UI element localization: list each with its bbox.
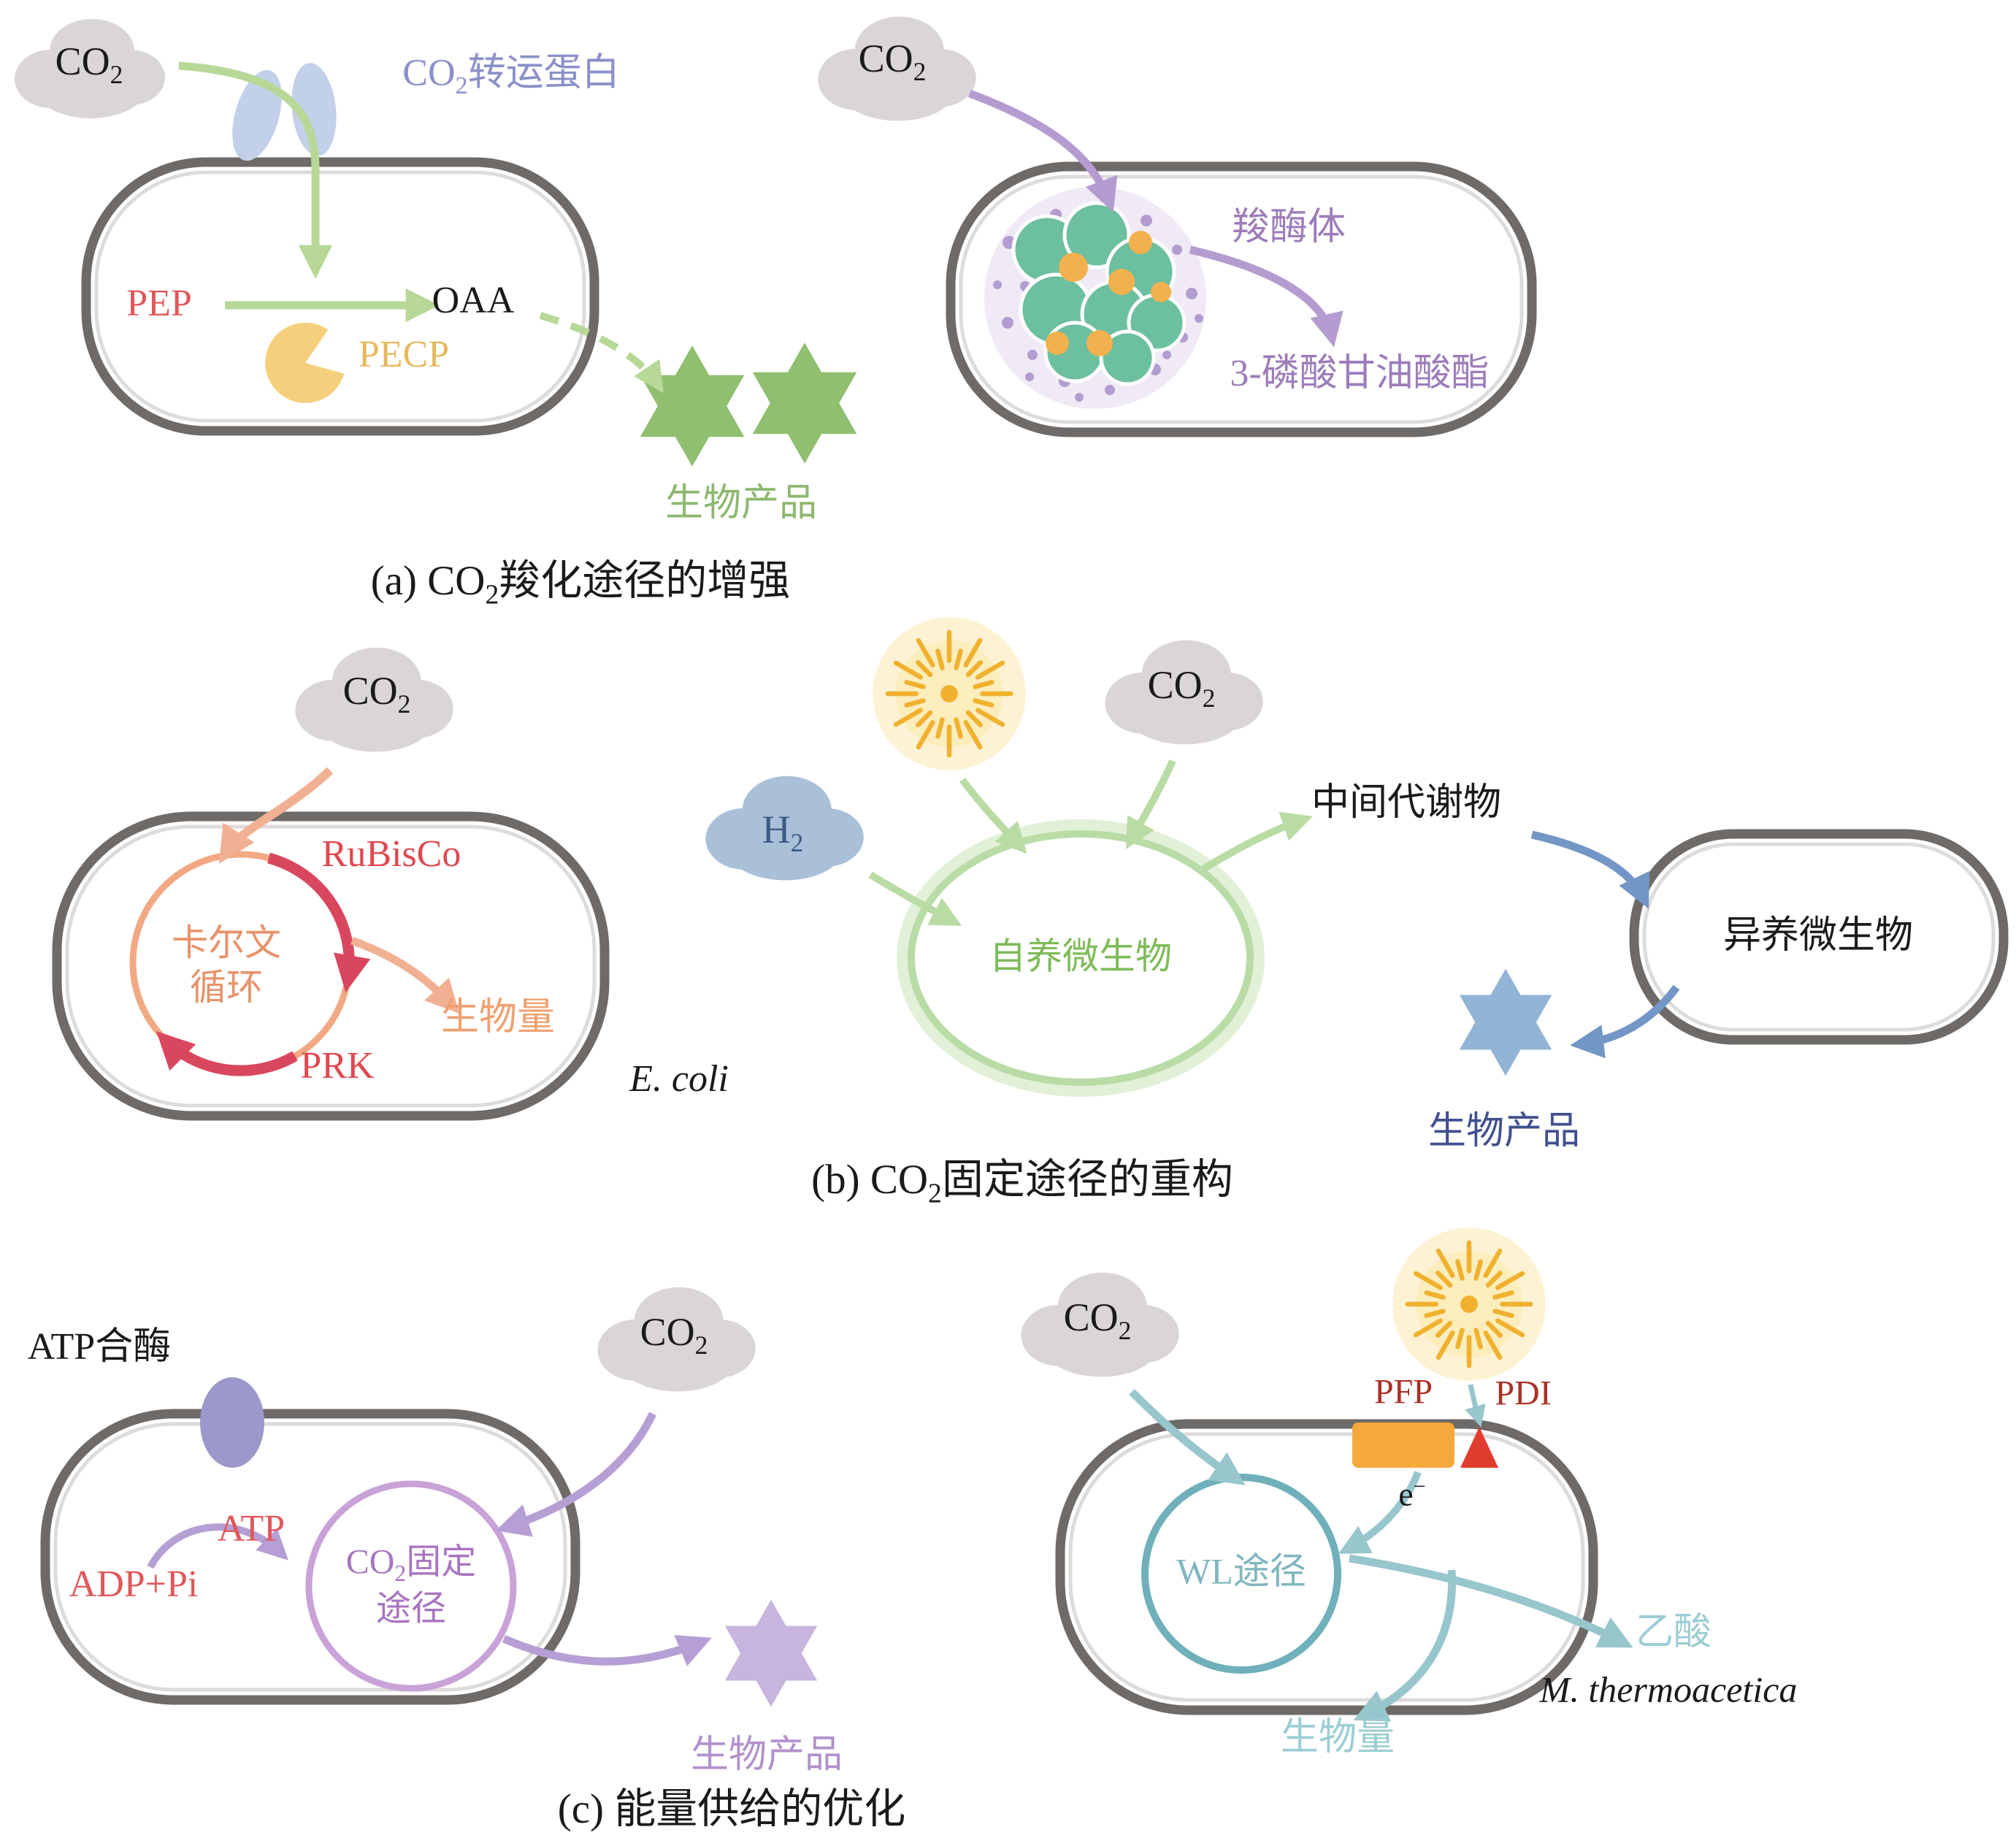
pdi-triangle-icon [1460, 1427, 1498, 1468]
cell-membrane-heterotroph [1629, 829, 2009, 1045]
arrow-calvin-to-biomass [350, 936, 460, 1014]
bioproduct-star-a1 [640, 345, 745, 467]
arrow-rubisco-arc [267, 852, 371, 993]
bioproduct-star-b [1459, 968, 1552, 1076]
arrow-fixation-to-bioproduct [502, 1634, 712, 1666]
cell-membrane-a-left [81, 157, 599, 436]
arrow-co2-to-autotroph [1125, 759, 1176, 849]
h2-cloud-icon [705, 776, 864, 881]
arrow-electron-to-wl [1338, 1471, 1422, 1554]
autotroph-ellipse [897, 819, 1265, 1097]
arrow-sun-to-pdi [1465, 1384, 1486, 1428]
arrow-co2-to-carboxysome [968, 89, 1118, 212]
arrow-co2-to-calvin [218, 767, 334, 864]
pfp-protein-icon [1352, 1422, 1454, 1468]
atp-synthase-icon [200, 1377, 264, 1468]
arrow-carboxysome-to-3pg [1189, 245, 1344, 348]
arrow-prk-arc [156, 1031, 298, 1076]
arrow-sun-to-autotroph [959, 777, 1027, 854]
arrow-autotroph-to-intermediate [1201, 811, 1313, 873]
sun-icon-c [1392, 1228, 1546, 1381]
co2-fixation-cycle-ring [305, 1480, 517, 1692]
bioproduct-star-a2 [752, 342, 857, 464]
arrow-wl-to-acetate [1349, 1554, 1633, 1648]
arrow-intermediate-to-heterotroph [1530, 830, 1650, 909]
bioproduct-star-c [724, 1599, 818, 1707]
co2-cloud-c-left-icon [597, 1287, 756, 1392]
pecp-enzyme-pacman-icon [265, 322, 345, 403]
co2-cloud-a-right-icon [818, 16, 976, 121]
sun-icon-b [873, 617, 1026, 770]
arrow-adp-to-atp [147, 1523, 289, 1569]
arrow-co2-into-cell-a [178, 61, 333, 279]
arrow-h2-to-autotroph [868, 871, 962, 926]
co2-cloud-c-right-icon [1021, 1272, 1179, 1377]
arrow-co2-to-fixation-cycle [495, 1412, 656, 1537]
co2-cloud-b-left-icon [295, 647, 453, 752]
carboxysome-icon [984, 187, 1206, 409]
cell-membrane-c-right [1055, 1419, 1598, 1715]
arrow-heterotroph-to-bioproduct [1570, 984, 1680, 1059]
arrow-wl-to-biomass [1353, 1569, 1457, 1722]
cell-membrane-b-left [52, 811, 610, 1121]
co2-cloud-b-mid-icon [1105, 640, 1263, 745]
arrow-co2-to-wl [1129, 1389, 1246, 1485]
co2-cloud-a-left-icon [15, 19, 165, 118]
arrows-layer [147, 61, 1680, 1722]
co2-transporter-icon [232, 63, 337, 161]
